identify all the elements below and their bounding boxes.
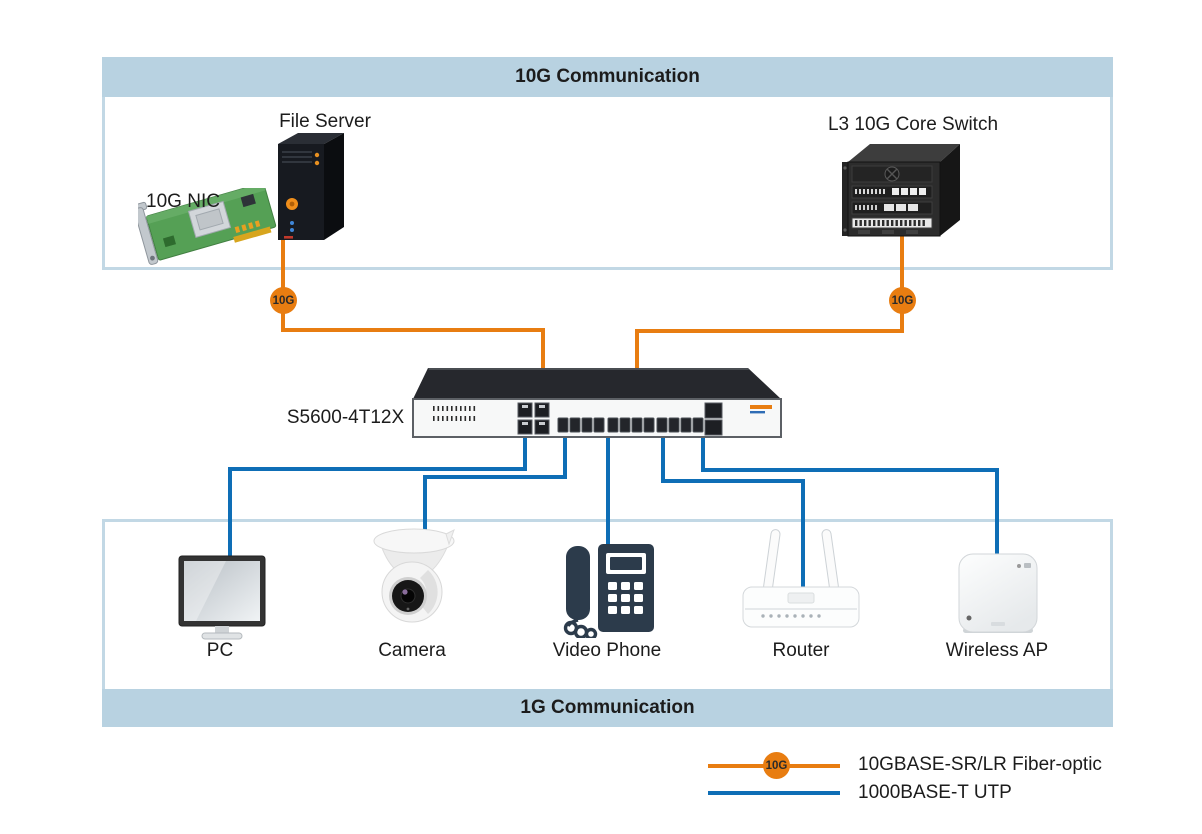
zone-1g-title: 1G Communication bbox=[520, 697, 695, 718]
legend-fiber-label: 10GBASE-SR/LR Fiber-optic bbox=[858, 754, 1102, 775]
fiber-badge-right: 10G bbox=[889, 287, 916, 314]
video-phone-icon bbox=[563, 544, 654, 638]
router-icon bbox=[742, 529, 860, 628]
pc-label: PC bbox=[206, 640, 234, 661]
access-switch-label: S5600-4T12X bbox=[286, 407, 405, 428]
wireless-ap-label: Wireless AP bbox=[945, 640, 1049, 661]
zone-1g-banner: 1G Communication bbox=[102, 689, 1113, 727]
core-switch-icon bbox=[842, 144, 960, 237]
camera-icon bbox=[373, 528, 455, 623]
utp-link-pc bbox=[228, 437, 527, 557]
access-switch-icon bbox=[412, 368, 782, 438]
pc-icon bbox=[178, 555, 266, 640]
nic-10g-icon bbox=[138, 188, 277, 265]
core-switch-label: L3 10G Core Switch bbox=[827, 114, 999, 135]
utp-link-wireless-ap bbox=[701, 437, 999, 558]
camera-label: Camera bbox=[378, 640, 446, 661]
utp-link-camera bbox=[423, 437, 567, 543]
fiber-link-file-server bbox=[281, 232, 545, 370]
file-server-icon bbox=[278, 133, 344, 240]
zone-10g-title: 10G Communication bbox=[515, 66, 700, 87]
legend-fiber-badge: 10G bbox=[763, 752, 790, 779]
fiber-link-core-switch bbox=[635, 230, 904, 370]
nic-label: 10G NIC bbox=[146, 191, 220, 212]
router-label: Router bbox=[772, 640, 830, 661]
zone-10g-banner: 10G Communication bbox=[102, 57, 1113, 97]
video-phone-label: Video Phone bbox=[552, 640, 662, 661]
file-server-label: File Server bbox=[279, 111, 371, 132]
legend-utp-label: 1000BASE-T UTP bbox=[858, 782, 1012, 803]
wireless-ap-icon bbox=[958, 553, 1038, 633]
fiber-badge-left: 10G bbox=[270, 287, 297, 314]
utp-link-router bbox=[661, 437, 805, 589]
